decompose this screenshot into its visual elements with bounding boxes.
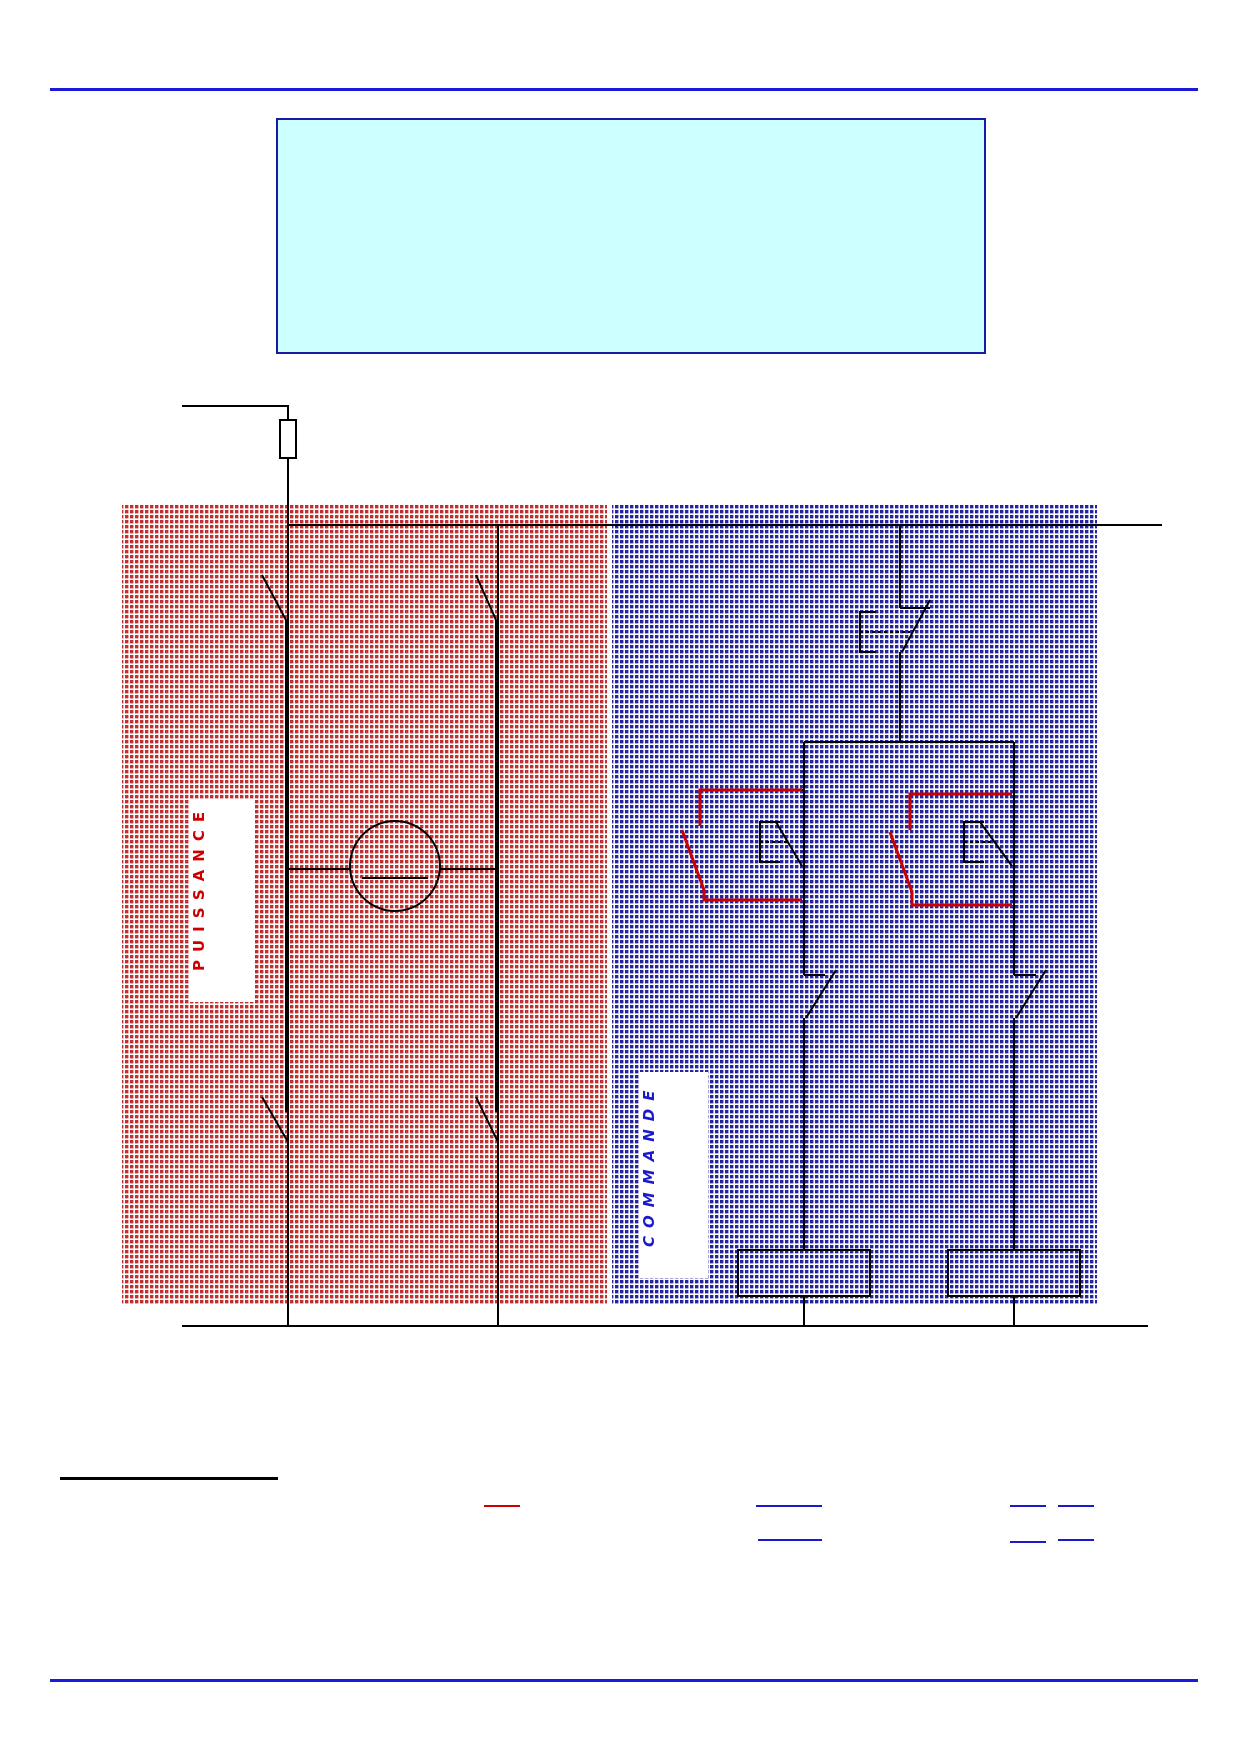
power-contact-1a	[261, 574, 287, 1112]
top-rule	[50, 88, 1198, 91]
legend-samples	[484, 1505, 1094, 1543]
power-contact-2a	[261, 1096, 289, 1326]
commande-label: COMMANDE	[640, 1072, 708, 1278]
interlock-highlights	[680, 788, 1012, 907]
power-contact-1b	[475, 574, 497, 1112]
interlock-right	[908, 792, 1012, 830]
bottom-rule	[50, 1679, 1198, 1682]
supply-line-top	[182, 405, 289, 420]
puissance-label: PUISSANCE	[190, 800, 254, 1002]
legend-heading-underline	[60, 1477, 278, 1480]
wiring	[182, 405, 1162, 1327]
fuse	[279, 419, 297, 459]
interlock-left	[698, 788, 802, 826]
motor-symbol	[349, 820, 441, 912]
power-contact-2b	[475, 1096, 499, 1326]
title-box	[276, 118, 986, 354]
